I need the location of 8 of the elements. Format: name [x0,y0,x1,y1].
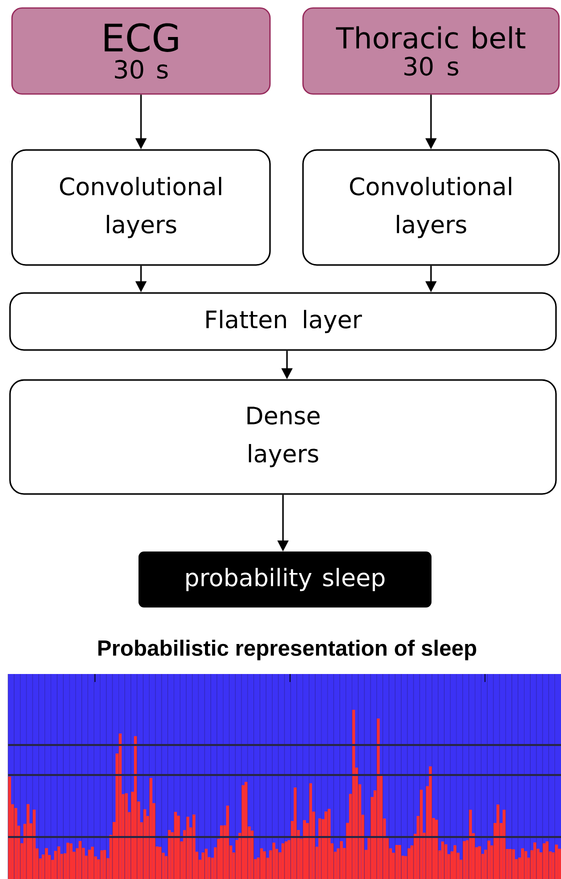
layer-box: Dense layers [9,379,557,495]
signal-box: Thoracic belt 30 s [302,7,560,95]
layer-box: Flatten layer [9,292,557,351]
layer-box: Convolutional layers [11,149,271,266]
output-box: probability sleep [138,552,432,608]
signal-box: ECG 30 s [11,7,271,95]
chart-title: Probabilistic representation of sleep [98,640,476,660]
layer-box: Convolutional layers [302,149,560,266]
